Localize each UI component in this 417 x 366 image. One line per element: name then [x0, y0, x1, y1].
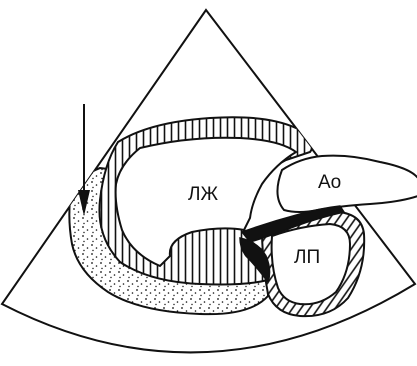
- label-aorta: Ао: [318, 172, 341, 193]
- aortic-root: [277, 156, 417, 212]
- label-left-atrium: ЛП: [294, 247, 320, 268]
- label-left-ventricle: ЛЖ: [188, 184, 218, 205]
